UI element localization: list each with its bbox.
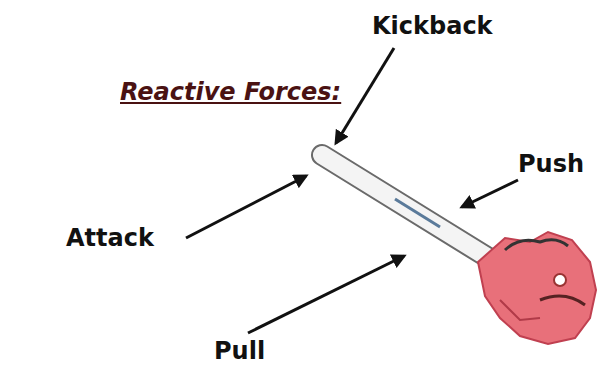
engine-body xyxy=(478,232,596,344)
pull-arrow xyxy=(248,256,404,333)
force-label: Push xyxy=(518,150,584,178)
force-label: Kickback xyxy=(372,12,493,40)
rear-handle xyxy=(540,296,585,305)
force-label: Pull xyxy=(214,337,265,365)
guide-bar xyxy=(322,155,500,265)
bar-logo xyxy=(395,199,440,227)
kickback-arrow xyxy=(336,48,394,143)
force-label: Attack xyxy=(66,224,154,252)
engine-detail xyxy=(554,274,566,286)
engine-detail xyxy=(500,300,540,320)
push-arrow xyxy=(462,180,518,207)
attack-arrow xyxy=(186,176,306,238)
diagram-title: Reactive Forces: xyxy=(120,78,341,106)
front-handle xyxy=(505,240,568,250)
guide-bar-outline xyxy=(322,155,500,265)
